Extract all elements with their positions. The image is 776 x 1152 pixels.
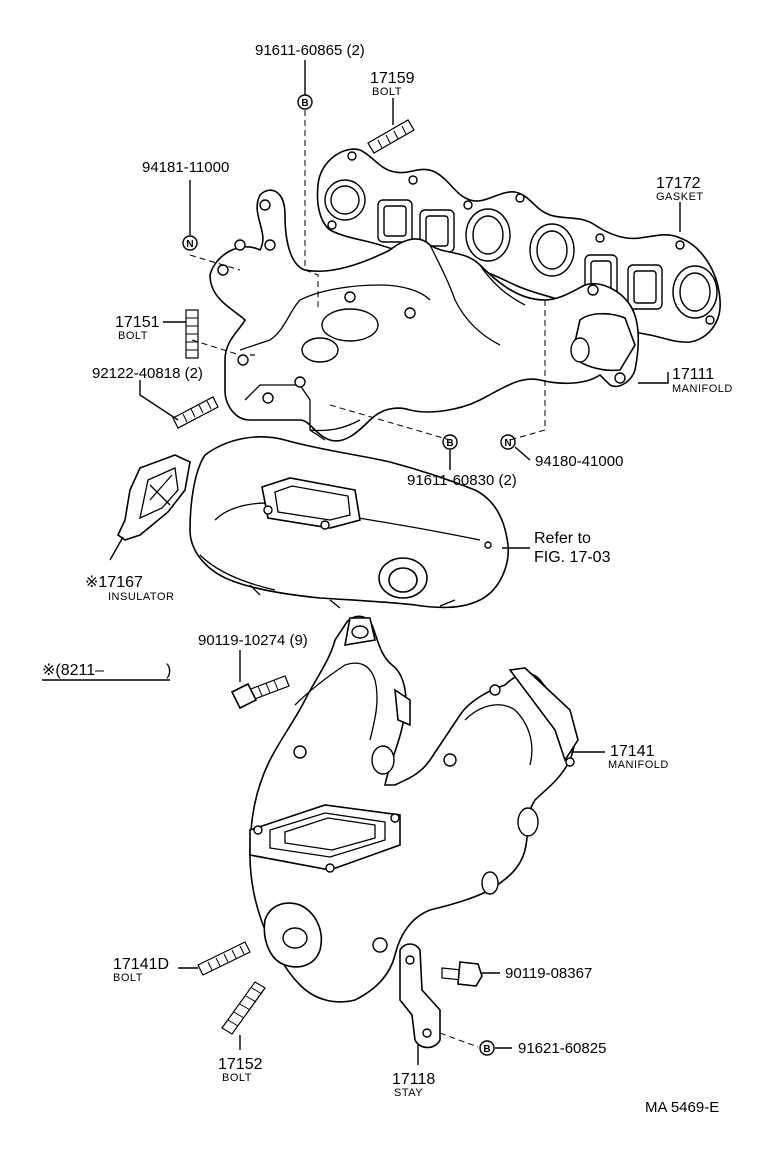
label-9212240818: 92122-40818 (2) [92,365,203,382]
label-9011910274: 90119-10274 (9) [198,632,308,649]
label-17167: ※17167 [85,574,143,591]
footer-code: MA 5469-E [645,1099,719,1116]
svg-text:B: B [301,98,308,109]
leader-lines [42,60,681,1065]
label-17159: 17159 [370,70,415,87]
bolt-90119-10274 [230,675,290,710]
stud-17141D [197,941,251,976]
label-9162160825: 91621-60825 [518,1040,606,1057]
name-17111: MANIFOLD [672,383,733,395]
stud-92122 [172,396,219,429]
svg-text:B: B [483,1044,490,1055]
symbol-n-right: N [500,434,516,450]
label-9418111000: 94181-11000 [142,159,229,176]
label-9418041000: 94180-41000 [535,453,623,470]
exhaust-manifold-17111 [209,189,640,442]
name-17141: MANIFOLD [608,759,669,771]
name-17118: STAY [394,1087,423,1099]
svg-text:B: B [446,438,453,449]
svg-text:N: N [186,239,193,250]
stud-17152 [221,981,266,1035]
label-17172: 17172 [656,175,701,192]
bolt-90119-08367 [441,961,483,987]
symbol-b-bottom: B [479,1040,495,1056]
label-17141: 17141 [610,743,655,760]
note-text: ※(8211– [42,662,104,679]
note-close: ) [166,662,171,679]
svg-text:N: N [504,438,511,449]
name-17159: BOLT [372,86,402,98]
name-17141D: BOLT [113,972,143,984]
symbol-n-left: N [182,235,198,251]
stud-17159 [367,119,415,154]
label-17151: 17151 [115,314,160,331]
refer-line1: Refer to [534,530,591,547]
label-9161160865: 91611-60865 (2) [255,42,365,59]
insulator-17167 [116,454,191,541]
symbol-b-mid: B [442,434,458,450]
stay-17118 [399,943,441,1049]
label-9161160830: 91611-60830 (2) [407,472,517,489]
name-17152: BOLT [222,1072,252,1084]
symbol-b-top: B [297,94,313,110]
label-9011908367: 90119-08367 [505,965,592,982]
heat-insulator [189,436,510,609]
refer-line2: FIG. 17-03 [534,549,611,566]
label-17141D: 17141D [113,956,169,973]
label-17152: 17152 [218,1056,263,1073]
name-17167: INSULATOR [108,591,174,603]
alignment-lines [189,110,546,1048]
name-17172: GASKET [656,191,704,203]
intake-manifold-17141 [249,615,579,1003]
label-17111: 17111 [672,366,714,383]
label-17118: 17118 [392,1071,435,1088]
name-17151: BOLT [118,330,148,342]
stud-17151 [185,309,199,359]
